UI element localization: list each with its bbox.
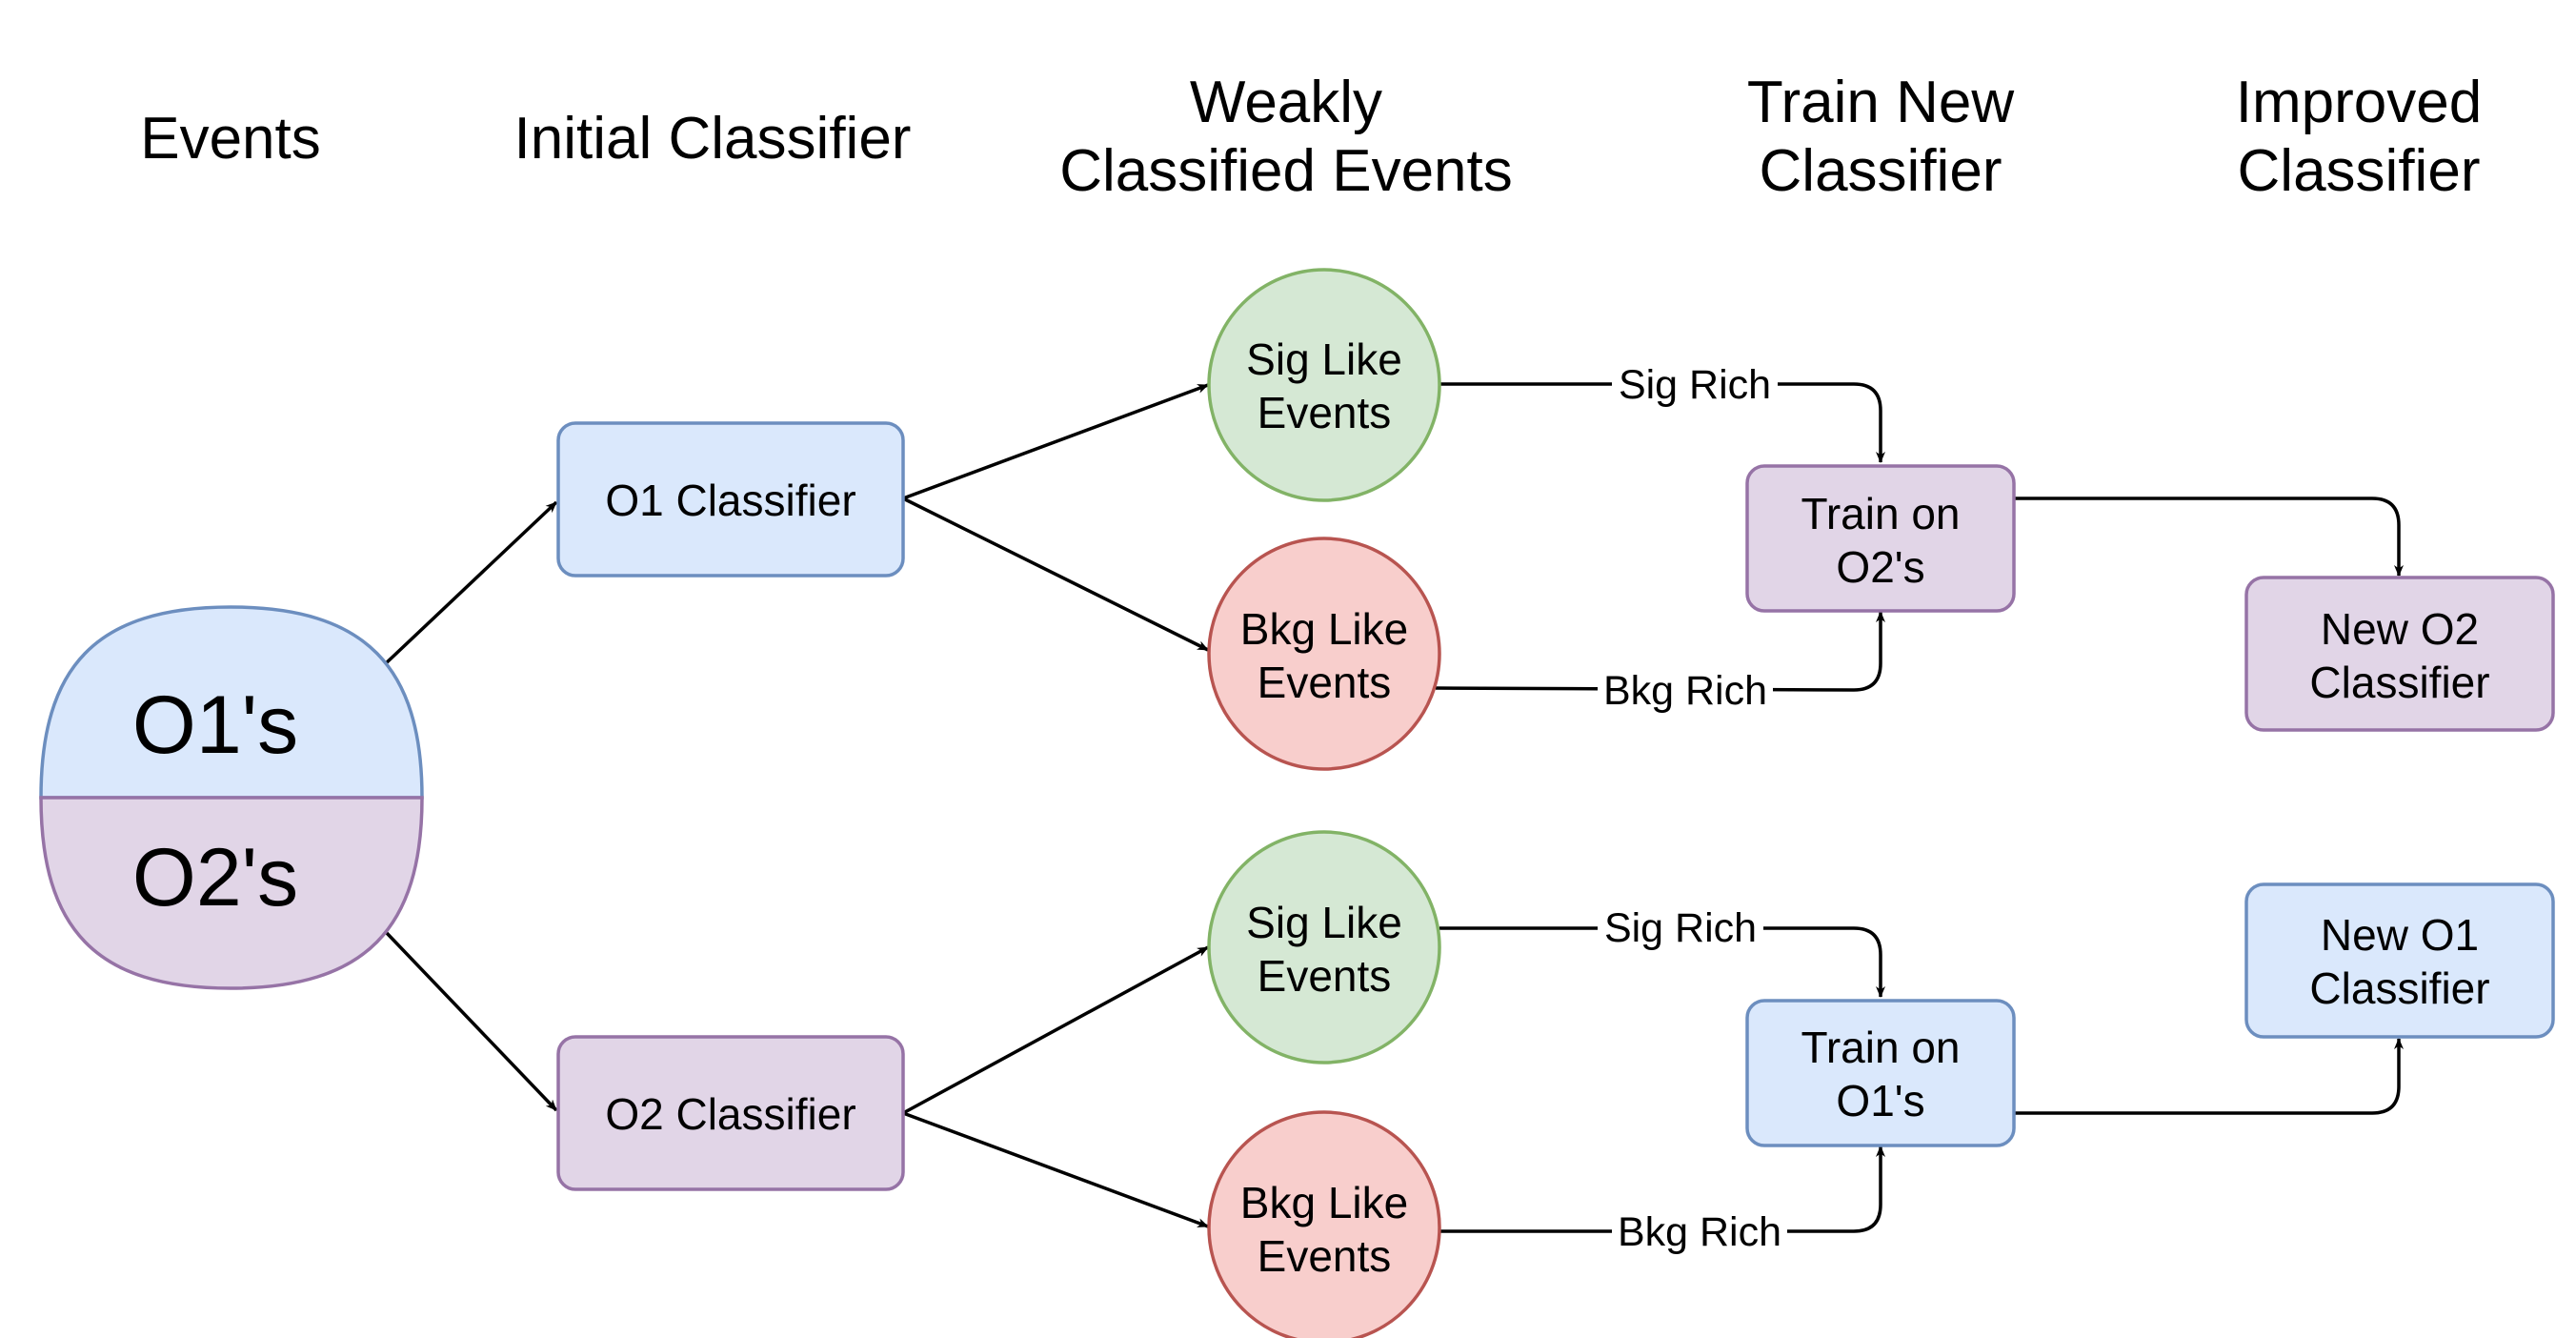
new-o1-line2: Classifier: [2309, 963, 2489, 1013]
o1-classifier-label: O1 Classifier: [605, 476, 855, 525]
header-improved-line1: Improved: [2236, 70, 2482, 135]
header-weakly-classified-line2: Classified Events: [1059, 138, 1513, 204]
header-initial-classifier: Initial Classifier: [514, 106, 912, 172]
train-on-o2-box: Train on O2's: [1745, 464, 2016, 613]
header-events: Events: [140, 106, 321, 172]
new-o2-line1: New O2: [2321, 604, 2479, 654]
edge-lower-sig-rich: [1439, 926, 1885, 998]
edge-label-upper-sig-rich: Sig Rich: [1619, 362, 1771, 408]
lower-sig-like-events: Sig Like Events: [1207, 830, 1441, 1064]
edge-events-to-o2-classifier: [383, 929, 558, 1112]
events-bottom-half: [39, 796, 424, 990]
edge-label-lower-sig-rich: Sig Rich: [1604, 905, 1757, 951]
edge-train-o2-to-new-o2: [2014, 497, 2404, 577]
lower-bkg-like-line2: Events: [1258, 1231, 1392, 1281]
edges: [383, 382, 2404, 1233]
upper-bkg-like-line1: Bkg Like: [1240, 604, 1408, 654]
edge-upper-bkg-rich: [1435, 611, 1885, 692]
o2-classifier-label: O2 Classifier: [605, 1089, 855, 1139]
column-headers: Events Initial Classifier Weakly Classif…: [140, 70, 2482, 204]
train-on-o2-line1: Train on: [1801, 489, 1960, 538]
new-o1-line1: New O1: [2321, 910, 2479, 960]
new-o2-classifier-box: New O2 Classifier: [2244, 576, 2555, 732]
upper-sig-like-line1: Sig Like: [1246, 334, 1402, 384]
upper-bkg-like-line2: Events: [1258, 658, 1392, 707]
new-o2-line2: Classifier: [2309, 658, 2489, 707]
header-train-new-line2: Classifier: [1760, 138, 2002, 204]
edge-label-lower-bkg-rich: Bkg Rich: [1618, 1209, 1781, 1255]
lower-bkg-like-line1: Bkg Like: [1240, 1178, 1408, 1227]
lower-sig-like-line2: Events: [1258, 951, 1392, 1001]
edge-o2-to-sig-like: [902, 945, 1209, 1115]
edge-o1-to-sig-like: [902, 383, 1209, 500]
edge-events-to-o1-classifier: [383, 500, 558, 666]
train-on-o1-line1: Train on: [1801, 1023, 1960, 1072]
o2-classifier-box: O2 Classifier: [556, 1035, 905, 1191]
lower-sig-like-line1: Sig Like: [1246, 898, 1402, 947]
lower-bkg-like-events: Bkg Like Events: [1207, 1110, 1441, 1338]
train-on-o2-line2: O2's: [1836, 542, 1924, 592]
train-on-o1-line2: O1's: [1836, 1076, 1924, 1125]
edge-train-o1-to-new-o1: [2014, 1038, 2404, 1115]
edge-label-upper-bkg-rich: Bkg Rich: [1603, 668, 1767, 714]
header-weakly-classified-line1: Weakly: [1190, 70, 1382, 135]
edge-labels: Sig Rich Bkg Rich Sig Rich Bkg Rich: [1598, 360, 1787, 1255]
edge-lower-bkg-rich: [1439, 1145, 1885, 1233]
upper-bkg-like-events: Bkg Like Events: [1207, 537, 1441, 771]
edge-o1-to-bkg-like: [902, 497, 1209, 652]
o1-classifier-box: O1 Classifier: [556, 421, 905, 578]
events-top-half: [39, 605, 424, 800]
edge-o2-to-bkg-like: [902, 1111, 1209, 1228]
edge-upper-sig-rich: [1439, 382, 1885, 463]
upper-sig-like-line2: Events: [1258, 388, 1392, 437]
train-on-o1-box: Train on O1's: [1745, 999, 2016, 1147]
events-node: O1's O2's: [39, 605, 424, 990]
header-improved-line2: Classifier: [2238, 138, 2481, 204]
events-o2-label: O2's: [132, 832, 298, 923]
events-o1-label: O1's: [132, 679, 298, 771]
header-train-new-line1: Train New: [1747, 70, 2014, 135]
upper-sig-like-events: Sig Like Events: [1207, 268, 1441, 502]
new-o1-classifier-box: New O1 Classifier: [2244, 882, 2555, 1039]
